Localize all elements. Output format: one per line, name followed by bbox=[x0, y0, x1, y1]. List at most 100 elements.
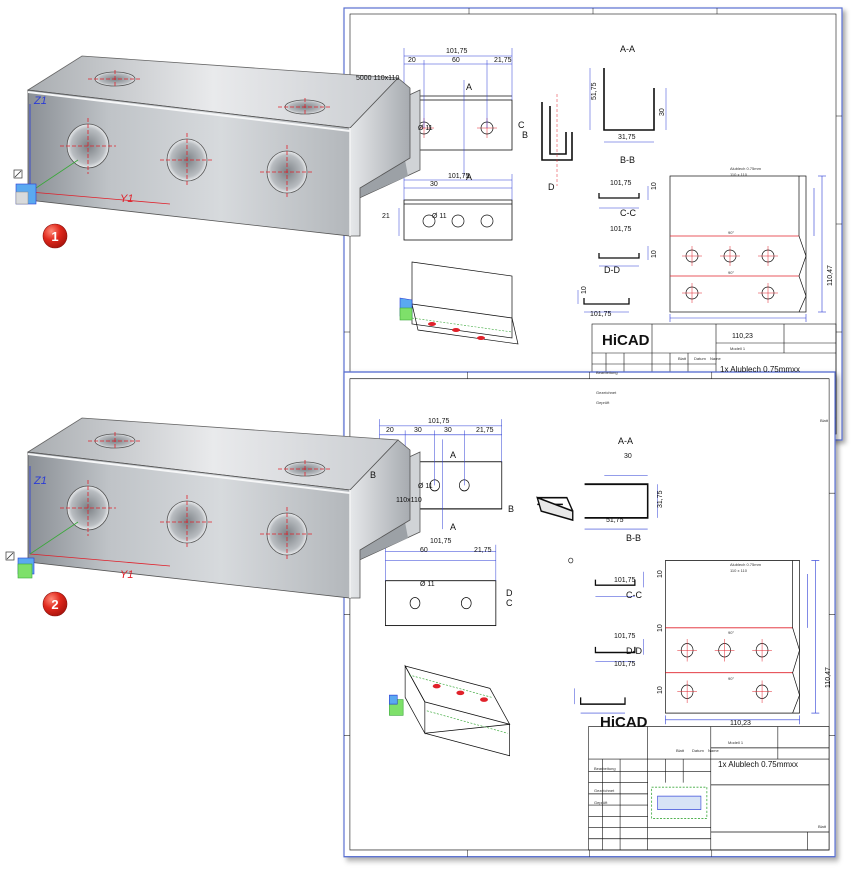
view-a-label: A bbox=[450, 522, 456, 532]
step-number-2: 2 bbox=[51, 597, 58, 612]
flat-width: 110,23 bbox=[732, 333, 753, 340]
axis-z-label-1: Z1 bbox=[33, 95, 47, 107]
titleblock-text: Bearbeitung bbox=[596, 370, 618, 375]
dim-front: 60 bbox=[420, 547, 428, 554]
extra-dim: 10 bbox=[657, 686, 664, 694]
view-b-label: B bbox=[522, 130, 528, 140]
drawing-sheet-2 bbox=[343, 371, 836, 858]
section-aa-dim: 31,75 bbox=[618, 134, 636, 141]
flat-width: 110,23 bbox=[730, 720, 751, 727]
dim-top: 30 bbox=[444, 427, 452, 434]
variant-2 bbox=[5, 371, 836, 858]
axis-y-label-1: Y1 bbox=[120, 193, 133, 205]
view-a-label: A bbox=[466, 172, 472, 182]
section-aa-dim: 51,75 bbox=[591, 82, 598, 100]
view-c-label: C bbox=[518, 120, 525, 130]
flag-label: 110x110 bbox=[396, 497, 422, 504]
section-bb-title: B-B bbox=[626, 533, 641, 543]
axis-z-label-2: Z1 bbox=[33, 475, 47, 487]
section-cc-dim: 101,75 bbox=[614, 577, 636, 584]
hole-label: Ø 11 bbox=[420, 581, 435, 588]
bend-mark: 90° bbox=[728, 630, 734, 635]
dim-top-total: 101,75 bbox=[446, 48, 468, 55]
section-cc-title: C-C bbox=[626, 590, 642, 600]
extra-dim: 101,75 bbox=[614, 661, 636, 668]
view-a-label: A bbox=[466, 82, 472, 92]
section-dd-title: D-D bbox=[604, 265, 620, 275]
flat-header: Alublech 0.75mm bbox=[730, 166, 762, 171]
titleblock-text: Datum bbox=[692, 748, 704, 753]
section-dd-title: D-D bbox=[626, 646, 642, 656]
step-badge-1 bbox=[42, 223, 68, 249]
coordinate-indicator-2 bbox=[5, 551, 35, 579]
section-aa-title: A-A bbox=[620, 44, 635, 54]
section-dd-dim: 101,75 bbox=[610, 226, 632, 233]
section-cc-dim: 101,75 bbox=[610, 180, 632, 187]
dim-top: 20 bbox=[386, 427, 394, 434]
titleblock-text: Modell 1 bbox=[728, 740, 744, 745]
step-badge-2 bbox=[42, 591, 68, 617]
dim-top: 21,75 bbox=[476, 427, 494, 434]
dim-top: 60 bbox=[452, 57, 460, 64]
section-dd-dim: 101,75 bbox=[614, 633, 636, 640]
view-b-label: B bbox=[508, 504, 514, 514]
titleblock-logo: HiCAD bbox=[600, 714, 648, 731]
dim-top: 30 bbox=[414, 427, 422, 434]
titleblock-text: Blatt bbox=[676, 748, 685, 753]
titleblock-text: Blatt bbox=[678, 356, 687, 361]
section-cc-dim: 10 bbox=[651, 182, 658, 190]
dim-front-total: 101,75 bbox=[430, 538, 452, 545]
section-cc-title: C-C bbox=[620, 208, 636, 218]
titleblock-text: Blatt bbox=[820, 418, 829, 423]
section-aa-dim: 30 bbox=[624, 453, 632, 460]
titleblock-text: Bearbeitung bbox=[594, 766, 616, 771]
variant-1 bbox=[13, 7, 843, 441]
dim-front-left: 21 bbox=[382, 213, 390, 220]
flat-height: 110,47 bbox=[825, 667, 832, 688]
dim-top-total: 101,75 bbox=[428, 418, 450, 425]
section-dd-dim: 10 bbox=[657, 624, 664, 632]
view-a-label: A bbox=[450, 450, 456, 460]
titleblock-text: Gezeichnet bbox=[594, 788, 615, 793]
titleblock-text: Blatt bbox=[818, 824, 827, 829]
extra-dim: 101,75 bbox=[590, 311, 612, 318]
sheet-2-text: 110x110 20 30 30 21,75 101,75 A A B B D … bbox=[370, 418, 832, 829]
sheet-1-text: 5000 110x110 20 60 21,75 101,75 A A B C … bbox=[356, 44, 834, 423]
dim-top: 20 bbox=[408, 57, 416, 64]
extra-dim: 10 bbox=[581, 286, 588, 294]
axis-y-label-2: Y1 bbox=[120, 569, 133, 581]
section-dd-dim: 10 bbox=[651, 250, 658, 258]
view-c-label: C bbox=[506, 598, 513, 608]
section-aa-dim: 30 bbox=[659, 108, 666, 116]
step-number-1: 1 bbox=[51, 229, 58, 244]
flat-header: Alublech 0.75mm bbox=[730, 562, 762, 567]
dim-top: 21,75 bbox=[494, 57, 512, 64]
view-d-label: D bbox=[548, 182, 555, 192]
section-cc-dim: 10 bbox=[657, 570, 664, 578]
titleblock-text: Datum bbox=[694, 356, 706, 361]
dim-front: 30 bbox=[430, 181, 438, 188]
flat-subheader: 110 x 110 bbox=[730, 568, 748, 573]
section-bb-title: B-B bbox=[620, 155, 635, 165]
titleblock-text: Geprüft bbox=[594, 800, 608, 805]
titleblock-text: Gezeichnet bbox=[596, 390, 617, 395]
titleblock-text: Name bbox=[708, 748, 719, 753]
bend-mark: 90° bbox=[728, 270, 734, 275]
bend-mark: 90° bbox=[728, 676, 734, 681]
flat-subheader: 110 x 110 bbox=[730, 172, 748, 177]
titleblock-designation: 1x Alublech 0.75mmxx bbox=[720, 365, 800, 374]
titleblock-text: Name bbox=[710, 356, 721, 361]
drawing-sheet-1 bbox=[343, 7, 843, 441]
flat-height: 110,47 bbox=[827, 265, 834, 286]
hole-label: Ø 11 bbox=[418, 483, 433, 490]
dim-front-total: 101,75 bbox=[448, 173, 470, 180]
titleblock-designation: 1x Alublech 0.75mmxx bbox=[718, 760, 798, 769]
section-aa-dim: 31,75 bbox=[657, 490, 664, 508]
hole-label: Ø 11 bbox=[432, 213, 447, 220]
titleblock-text: Geprüft bbox=[596, 400, 610, 405]
hole-label: Ø 11 bbox=[418, 125, 433, 132]
view-b-label: B bbox=[370, 470, 376, 480]
view-d-label: D bbox=[506, 588, 513, 598]
dim-front: 21,75 bbox=[474, 547, 492, 554]
